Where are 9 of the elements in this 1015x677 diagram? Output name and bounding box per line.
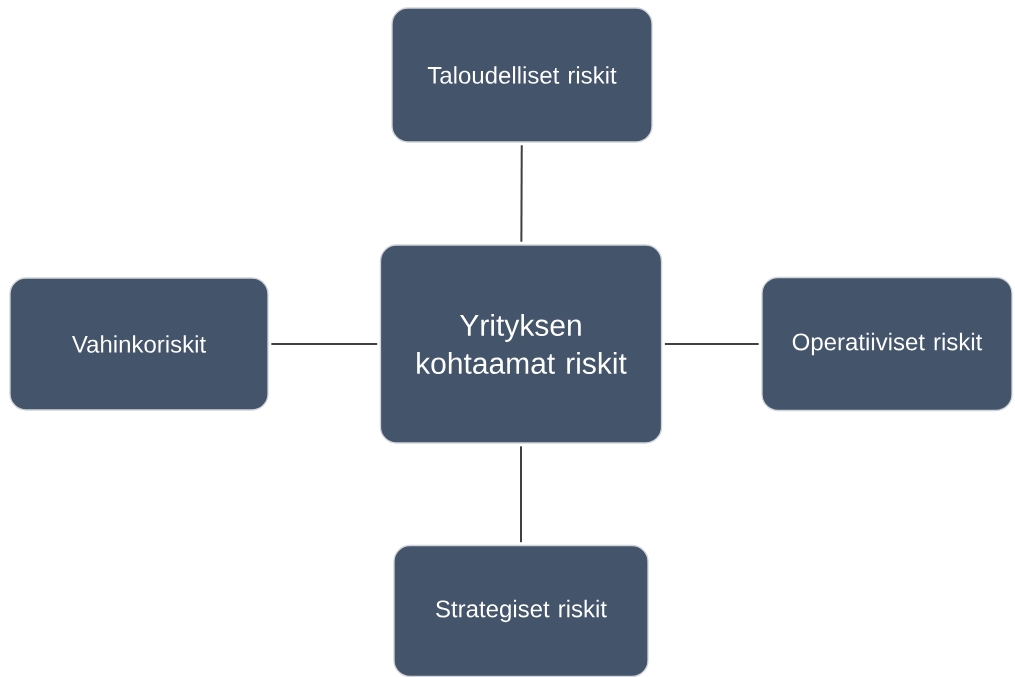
connector-line: [270, 343, 379, 345]
process-box: Vahinkoriskit: [9, 277, 269, 411]
process-box: Strategiset riskit: [393, 544, 649, 677]
process-box: Taloudelliset riskit: [391, 7, 653, 143]
process-box: Operatiiviset riskit: [761, 276, 1013, 412]
connector-line: [520, 144, 523, 243]
connector-line: [520, 445, 522, 544]
process-box: Yrityksen kohtaamat riskit: [379, 244, 663, 444]
connector-line: [663, 343, 760, 345]
